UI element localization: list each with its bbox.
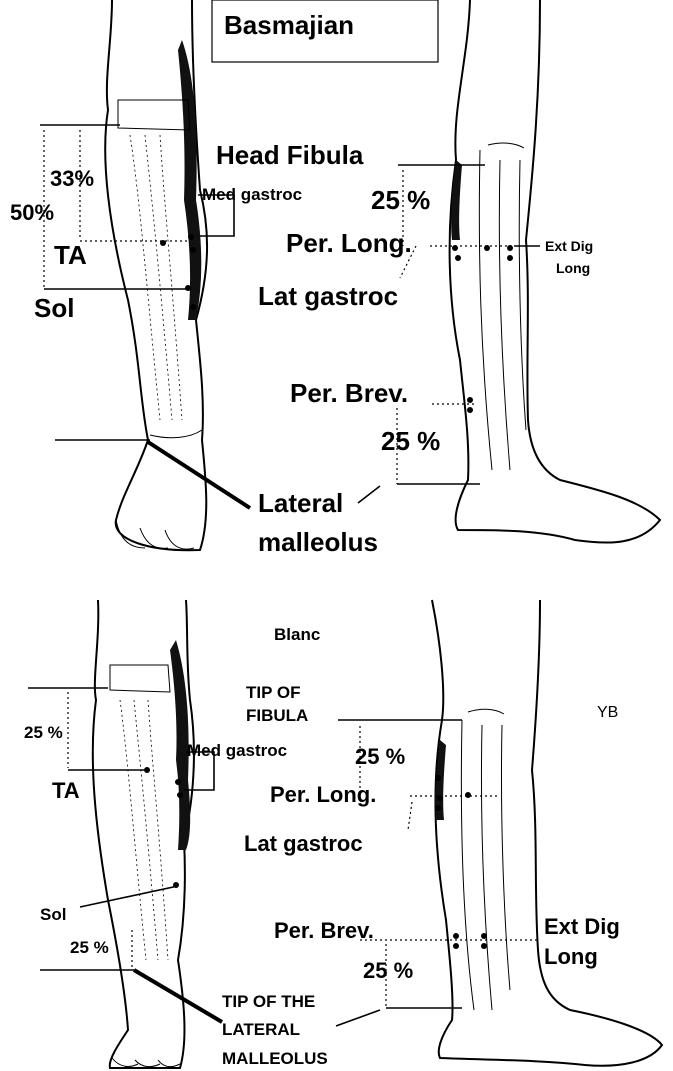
top-left-leg-drawing bbox=[105, 0, 207, 550]
top-right-label-per-long: Per. Long. bbox=[286, 228, 412, 258]
bottom-right-leg-drawing bbox=[432, 600, 662, 1066]
bottom-left-label-lateral: LATERAL bbox=[222, 1020, 300, 1039]
top-panel: Basmajian 33% bbox=[10, 0, 660, 557]
top-left-label-sol: Sol bbox=[34, 293, 74, 323]
top-left-label-lateral: Lateral bbox=[258, 488, 343, 518]
bottom-left-pct-lower: 25 % bbox=[70, 938, 109, 957]
bottom-right-label-long: Long bbox=[544, 944, 598, 969]
bottom-left-label-med-gastroc: Med gastroc bbox=[187, 741, 287, 760]
bottom-left-label-tip-of-the: TIP OF THE bbox=[222, 992, 315, 1011]
bottom-right-label-per-brev: Per. Brev. bbox=[274, 918, 374, 943]
top-left-pct-50: 50% bbox=[10, 200, 54, 225]
bottom-right-label-lat-gastroc: Lat gastroc bbox=[244, 831, 363, 856]
bottom-right-annotations: TIP OF FIBULA 25 % Per. Long. Lat gastro… bbox=[244, 683, 620, 1026]
bottom-panel: Blanc YB 25 % TA M bbox=[24, 600, 662, 1068]
top-right-leg-drawing bbox=[450, 0, 660, 543]
top-right-label-head-fibula: Head Fibula bbox=[216, 140, 364, 170]
bottom-right-label-fibula: FIBULA bbox=[246, 706, 308, 725]
bottom-left-label-malleolus: MALLEOLUS bbox=[222, 1049, 328, 1068]
title-basmajian: Basmajian bbox=[224, 10, 354, 40]
bottom-left-pct-upper: 25 % bbox=[24, 723, 63, 742]
bottom-right-label-tip-of: TIP OF bbox=[246, 683, 300, 702]
top-right-label-ext-dig: Ext Dig bbox=[545, 238, 593, 254]
top-left-label-ta: TA bbox=[54, 240, 87, 270]
bottom-right-label-ext-dig: Ext Dig bbox=[544, 914, 620, 939]
bottom-left-annotations: 25 % TA Med gastroc Sol 25 % TIP OF THE … bbox=[24, 688, 328, 1068]
bottom-right-label-per-long: Per. Long. bbox=[270, 782, 376, 807]
bottom-left-label-ta: TA bbox=[52, 778, 80, 803]
top-left-label-med-gastroc: Med gastroc bbox=[202, 185, 302, 204]
title-blanc: Blanc bbox=[274, 625, 320, 644]
bottom-right-pct-upper: 25 % bbox=[355, 744, 405, 769]
top-right-pct-lower: 25 % bbox=[381, 426, 440, 456]
top-right-pct-upper: 25 % bbox=[371, 185, 430, 215]
bottom-right-pct-lower: 25 % bbox=[363, 958, 413, 983]
top-right-label-lat-gastroc: Lat gastroc bbox=[258, 281, 398, 311]
bottom-left-label-sol: Sol bbox=[40, 905, 66, 924]
top-left-label-malleolus: malleolus bbox=[258, 527, 378, 557]
top-left-pct-33: 33% bbox=[50, 166, 94, 191]
top-right-label-long: Long bbox=[556, 260, 590, 276]
initials-yb: YB bbox=[597, 704, 618, 721]
top-right-label-per-brev: Per. Brev. bbox=[290, 378, 408, 408]
